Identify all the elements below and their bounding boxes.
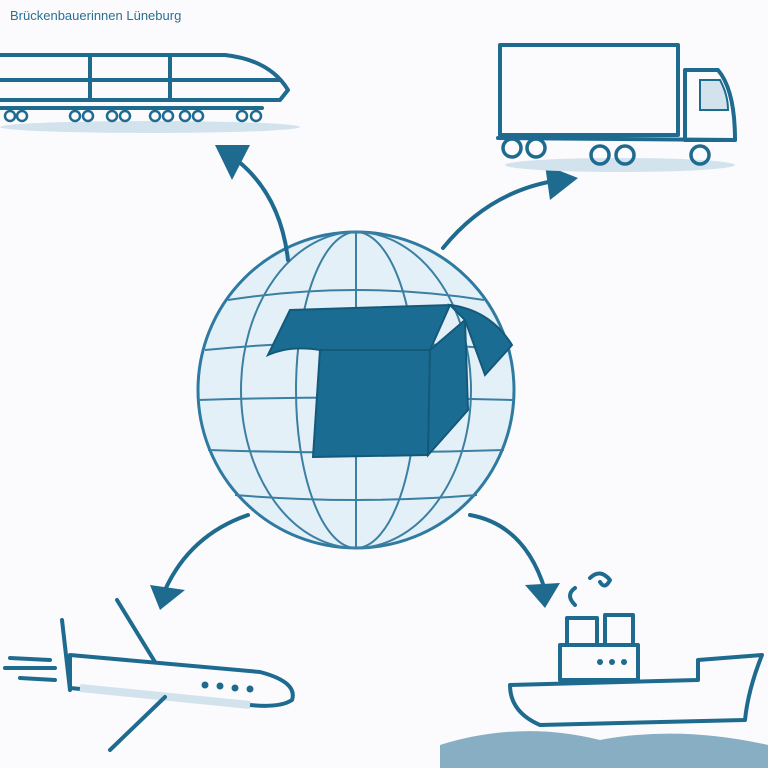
package-box-icon bbox=[265, 303, 514, 459]
ship-icon bbox=[440, 571, 768, 768]
arrow-to-plane-icon bbox=[150, 513, 250, 610]
arrow-to-train-icon bbox=[215, 145, 290, 262]
truck-icon bbox=[496, 43, 737, 172]
page-title: Brückenbauerinnen Lüneburg bbox=[10, 8, 182, 23]
arrow-to-ship-icon bbox=[468, 513, 560, 608]
arrow-to-truck-icon bbox=[441, 165, 578, 250]
airplane-icon bbox=[3, 598, 295, 752]
train-icon bbox=[0, 53, 300, 133]
